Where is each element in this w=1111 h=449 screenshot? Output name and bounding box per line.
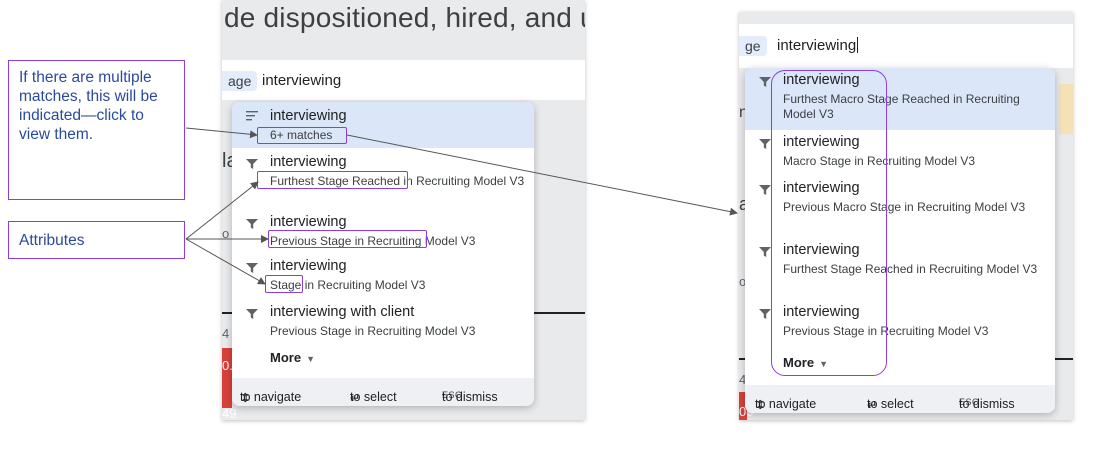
suggestion-title: interviewing (783, 242, 860, 258)
suggestion-title: interviewing (783, 72, 860, 88)
background-text: o (222, 226, 230, 241)
background-text: n (739, 104, 748, 121)
chevron-down-icon: ▼ (306, 354, 315, 364)
suggestion-attribute: Previous Stage in Recruiting Model V3 (270, 324, 476, 338)
suggestion-attribute: Furthest Macro Stage Reached in Recruiti… (783, 92, 1020, 121)
stage-chip[interactable]: ge (739, 36, 767, 56)
search-input[interactable]: interviewing (777, 37, 859, 54)
more-button[interactable]: More ▼ (783, 355, 828, 370)
suggestion-title: interviewing (270, 154, 347, 170)
filter-icon (246, 263, 258, 273)
search-value: interviewing (777, 37, 857, 54)
suggestion-title: interviewing with client (270, 304, 415, 320)
suggestion-dropdown: interviewing 6+ matches interviewing Fur… (232, 102, 534, 406)
filter-icon (759, 247, 771, 257)
background-text: 4 (739, 372, 747, 387)
suggestion-title: interviewing (783, 134, 860, 150)
callout-multiple-matches: If there are multiple matches, this will… (8, 60, 185, 200)
suggestion-attribute: Previous Macro Stage in Recruiting Model… (783, 200, 1026, 214)
suggestion-item[interactable]: interviewing Furthest Stage Reached in R… (745, 238, 1055, 300)
search-bar[interactable]: ge interviewing (739, 24, 1073, 68)
esc-key-label: ESC (442, 390, 463, 400)
lines-icon (246, 111, 258, 121)
search-input[interactable]: interviewing (262, 72, 342, 89)
right-screenshot: ge interviewing n a o 4 05 interviewing … (739, 12, 1073, 420)
callout-attributes: Attributes (8, 221, 185, 259)
suggestion-item[interactable]: interviewing Stage in Recruiting Model V… (232, 254, 534, 300)
suggestion-title: interviewing (270, 108, 347, 124)
callout-attributes-text: Attributes (19, 232, 85, 249)
more-label: More (270, 350, 302, 365)
filter-icon (246, 309, 258, 319)
background-text: 4 (222, 326, 230, 341)
suggestion-title: interviewing (783, 180, 860, 196)
dismiss-label: to dismiss (442, 390, 498, 404)
chevron-down-icon: ▼ (819, 359, 828, 369)
suggestion-item[interactable]: interviewing with client Previous Stage … (232, 300, 534, 344)
background-bar (222, 348, 232, 408)
select-label: to select (350, 390, 397, 404)
navigate-label: to navigate (755, 397, 817, 411)
background-banner (1059, 84, 1073, 134)
highlight-attribute (265, 275, 303, 293)
up-down-icon: ⇕ (240, 391, 251, 405)
filter-icon (759, 77, 771, 87)
suggestion-dropdown: interviewing Furthest Macro Stage Reache… (745, 68, 1055, 413)
background-text: 49 (222, 406, 237, 420)
suggestion-item[interactable]: interviewing Previous Stage in Recruitin… (232, 210, 534, 254)
dismiss-label: to dismiss (959, 397, 1015, 411)
suggestion-title: interviewing (270, 258, 347, 274)
suggestion-attribute: Furthest Stage Reached in Recruiting Mod… (783, 262, 1038, 276)
suggestion-attribute: Previous Stage in Recruiting Model V3 (783, 324, 989, 338)
suggestion-title: interviewing (783, 304, 860, 320)
enter-icon: ↵ (350, 391, 361, 405)
select-label: to select (867, 397, 914, 411)
suggestion-attribute: Previous Stage in Recruiting Model V3 (270, 234, 476, 248)
filter-icon (759, 139, 771, 149)
search-bar[interactable]: age interviewing (222, 60, 585, 100)
highlight-attribute (257, 171, 408, 189)
highlight-match-count (257, 127, 347, 144)
filter-icon (759, 309, 771, 319)
filter-icon (246, 159, 258, 169)
stage-chip[interactable]: age (222, 71, 258, 91)
match-count: 6+ matches (270, 128, 333, 142)
filter-icon (759, 185, 771, 195)
background-bar (739, 392, 747, 420)
highlight-attribute (268, 230, 427, 248)
up-down-icon: ⇕ (755, 398, 766, 412)
enter-icon: ↵ (867, 398, 878, 412)
more-label: More (783, 355, 815, 370)
background-text: 0. (222, 358, 233, 373)
suggestion-item[interactable]: interviewing Furthest Macro Stage Reache… (745, 68, 1055, 130)
suggestion-title: interviewing (270, 214, 347, 230)
page-heading-fragment: de dispositioned, hired, and unk (224, 2, 585, 33)
background-text: o (739, 274, 747, 289)
callout-multiple-matches-text: If there are multiple matches, this will… (19, 69, 158, 143)
suggestion-attribute: Stage in Recruiting Model V3 (270, 278, 426, 292)
navigate-label: to navigate (240, 390, 302, 404)
filter-icon (246, 219, 258, 229)
more-button[interactable]: More ▼ (270, 350, 315, 365)
suggestion-item[interactable]: interviewing Macro Stage in Recruiting M… (745, 130, 1055, 176)
suggestion-item[interactable]: interviewing Previous Stage in Recruitin… (745, 300, 1055, 348)
highlight-title-column (771, 70, 887, 376)
suggestion-item[interactable]: interviewing Previous Macro Stage in Rec… (745, 176, 1055, 238)
esc-key-label: ESC (959, 397, 980, 407)
suggestion-attribute: Macro Stage in Recruiting Model V3 (783, 154, 976, 168)
background-text: a (739, 194, 750, 214)
text-caret (857, 37, 859, 53)
left-screenshot: de dispositioned, hired, and unk age int… (222, 0, 585, 420)
